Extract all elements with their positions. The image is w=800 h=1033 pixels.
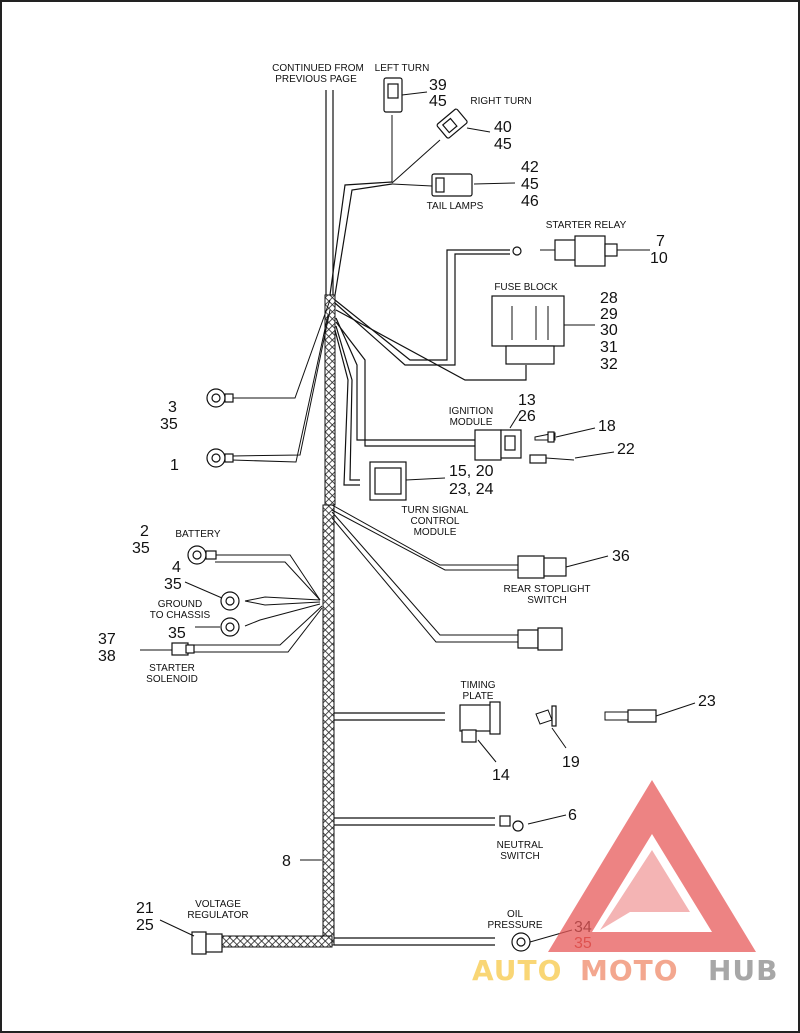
callout-36: 36 [612, 548, 630, 565]
timing-plate-branch [334, 701, 657, 743]
callout-40: 40 [494, 119, 512, 136]
callout-28: 28 [600, 290, 618, 307]
oil-pressure-label-2: PRESSURE [487, 920, 542, 931]
ground-label-1: GROUND [158, 599, 202, 610]
callout-22: 22 [617, 441, 635, 458]
voltage-regulator-label-1: VOLTAGE [195, 899, 241, 910]
neutral-switch-label-2: SWITCH [500, 851, 539, 862]
callout-37: 37 [98, 631, 116, 648]
rear-lighting-branch [329, 115, 441, 296]
neutral-switch-branch [334, 815, 524, 832]
callout-35-ground-a: 35 [164, 576, 182, 593]
relay-fuse-branch [334, 246, 527, 381]
ignition-module-label-1: IGNITION [449, 406, 493, 417]
callout-18: 18 [598, 418, 616, 435]
callout-1: 1 [170, 457, 179, 474]
callout-3: 3 [168, 399, 177, 416]
callout-45-right-turn: 45 [494, 136, 512, 153]
callout-leaders [140, 91, 696, 943]
starter-relay [540, 235, 618, 267]
left-turn-connector [383, 77, 403, 113]
turn-signal-label-1: TURN SIGNAL [401, 505, 469, 516]
fuse-block [491, 295, 565, 365]
callout-46: 46 [521, 193, 539, 210]
automotohub-watermark: AUTO MOTO HUB [472, 780, 779, 987]
callout-19: 19 [562, 754, 580, 771]
ring-terminal-1 [206, 309, 331, 468]
callout-25: 25 [136, 917, 154, 934]
battery-label: BATTERY [175, 529, 221, 540]
rear-stoplight-label-2: SWITCH [527, 595, 566, 606]
callout-32: 32 [600, 356, 618, 373]
callout-31: 31 [600, 339, 618, 356]
rear-stoplight-branch [331, 504, 567, 579]
callout-15-20: 15, 20 [449, 463, 494, 480]
callout-7: 7 [656, 233, 665, 250]
timing-plate-label-2: PLATE [463, 691, 494, 702]
watermark-hub: HUB [708, 954, 779, 987]
main-harness-trunk [221, 90, 336, 948]
watermark-triangle-icon [548, 780, 756, 952]
callout-23-24: 23, 24 [449, 481, 494, 498]
turn-signal-label-3: MODULE [414, 527, 457, 538]
callout-35-ring: 35 [160, 416, 178, 433]
voltage-regulator-label-2: REGULATOR [187, 910, 248, 921]
oil-pressure-label-1: OIL [507, 909, 524, 920]
callout-45-left-turn: 45 [429, 93, 447, 110]
callout-6: 6 [568, 807, 577, 824]
callout-2: 2 [140, 523, 149, 540]
right-turn-label: RIGHT TURN [470, 96, 531, 107]
ignition-module-label-2: MODULE [450, 417, 493, 428]
starter-solenoid-label-2: SOLENOID [146, 674, 198, 685]
callout-45-tail: 45 [521, 176, 539, 193]
callout-29: 29 [600, 306, 618, 323]
tail-lamps-connector [431, 173, 473, 197]
right-turn-connector [436, 108, 468, 139]
ring-terminal-3 [206, 299, 331, 408]
turn-signal-label-2: CONTROL [411, 516, 460, 527]
left-turn-label: LEFT TURN [375, 63, 430, 74]
turn-signal-module-branch [334, 325, 407, 501]
continued-label-1: CONTINUED FROM [272, 63, 364, 74]
callout-21: 21 [136, 900, 154, 917]
tail-lamps-label: TAIL LAMPS [427, 201, 484, 212]
watermark-moto: MOTO [580, 954, 679, 987]
callout-39: 39 [429, 77, 447, 94]
callout-26: 26 [518, 408, 536, 425]
voltage-regulator-connector [191, 931, 223, 955]
watermark-auto: AUTO [472, 954, 562, 987]
ignition-module-branch [335, 317, 575, 464]
callout-30: 30 [600, 322, 618, 339]
callout-42: 42 [521, 159, 539, 176]
battery-ground-branch [171, 545, 323, 656]
callout-23-plug: 23 [698, 693, 716, 710]
aux-connector-branch [331, 511, 563, 651]
callout-35-ground-b: 35 [168, 625, 186, 642]
timing-plate-label-1: TIMING [461, 680, 496, 691]
neutral-switch-label-1: NEUTRAL [497, 840, 544, 851]
ground-label-2: TO CHASSIS [150, 610, 211, 621]
callout-14: 14 [492, 767, 510, 784]
callout-10: 10 [650, 250, 668, 267]
starter-relay-label: STARTER RELAY [546, 220, 627, 231]
oil-pressure-branch [334, 932, 531, 952]
continued-label-2: PREVIOUS PAGE [275, 74, 357, 85]
callout-8: 8 [282, 853, 291, 870]
callout-35-battery: 35 [132, 540, 150, 557]
starter-solenoid-label-1: STARTER [149, 663, 195, 674]
fuse-block-label: FUSE BLOCK [494, 282, 558, 293]
callout-4: 4 [172, 559, 181, 576]
rear-stoplight-label-1: REAR STOPLIGHT [503, 584, 590, 595]
callout-38: 38 [98, 648, 116, 665]
callout-13: 13 [518, 392, 536, 409]
